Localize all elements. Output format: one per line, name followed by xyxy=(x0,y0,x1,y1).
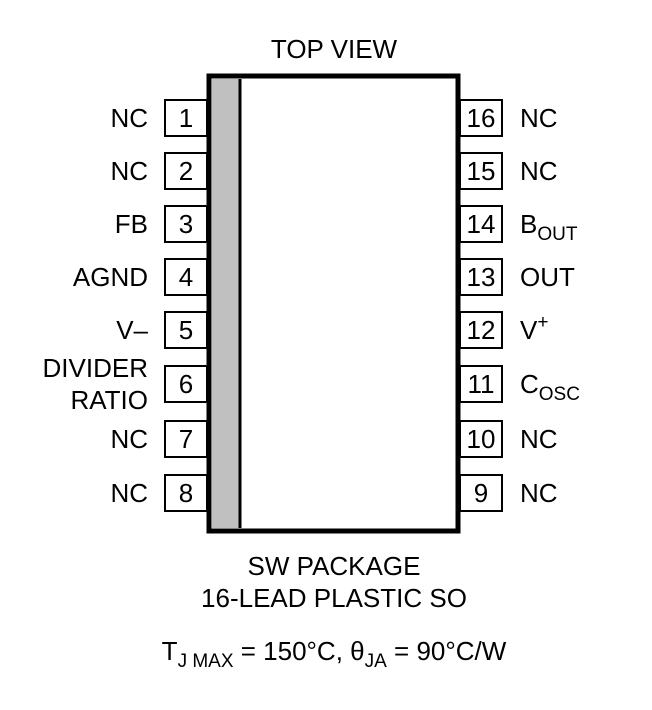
pin-number: 4 xyxy=(179,262,193,292)
right-pin-11: 11 COSC xyxy=(459,365,580,405)
pin-number: 6 xyxy=(179,369,193,399)
package-description: 16-LEAD PLASTIC SO xyxy=(201,583,467,613)
pin-label: NC xyxy=(520,424,558,454)
pin-number: 12 xyxy=(467,315,496,345)
pin-label: NC xyxy=(110,424,148,454)
left-pin-5: 5 V– xyxy=(116,311,208,349)
ic-body xyxy=(206,73,461,534)
pin-label: AGND xyxy=(73,262,148,292)
pin-label: NC xyxy=(520,103,558,133)
pin-label: NC xyxy=(110,103,148,133)
left-pin-1: 1 NC xyxy=(110,99,208,137)
left-pin-4: 4 AGND xyxy=(73,258,208,296)
thermal-spec: TJ MAX = 150°C, θJA = 90°C/W xyxy=(162,636,507,672)
right-pin-10: 10 NC xyxy=(459,420,558,458)
pin-number: 1 xyxy=(179,103,193,133)
pin-number: 16 xyxy=(467,103,496,133)
pin-number: 7 xyxy=(179,424,193,454)
pin-number: 13 xyxy=(467,262,496,292)
pin1-indicator-stripe xyxy=(212,79,239,528)
right-pin-16: 16 NC xyxy=(459,99,558,137)
pin-number: 8 xyxy=(179,478,193,508)
pin-number: 2 xyxy=(179,156,193,186)
pin-label: NC xyxy=(110,478,148,508)
right-pin-14: 14 BOUT xyxy=(459,205,578,245)
pin-label: FB xyxy=(115,209,148,239)
pin-label: V+ xyxy=(520,312,548,345)
pin-number: 14 xyxy=(467,209,496,239)
pin-label: OUT xyxy=(520,262,575,292)
left-pin-3: 3 FB xyxy=(115,205,208,243)
package-name: SW PACKAGE xyxy=(248,551,421,581)
pin-number: 11 xyxy=(468,369,495,399)
pin-number: 10 xyxy=(467,424,496,454)
pin-label-line2: RATIO xyxy=(70,385,148,415)
pin-label: V– xyxy=(116,315,148,345)
top-view-title: TOP VIEW xyxy=(271,34,398,64)
pin-label: NC xyxy=(520,478,558,508)
pin-number: 5 xyxy=(179,315,193,345)
left-pin-8: 8 NC xyxy=(110,474,208,512)
pin-number: 15 xyxy=(467,156,496,186)
pin-number: 9 xyxy=(474,478,488,508)
pin-label: COSC xyxy=(520,369,580,405)
left-pin-7: 7 NC xyxy=(110,420,208,458)
left-pin-6: 6 DIVIDER RATIO xyxy=(43,353,208,415)
pin-number: 3 xyxy=(179,209,193,239)
right-pin-12: 12 V+ xyxy=(459,311,548,349)
right-pin-13: 13 OUT xyxy=(459,258,575,296)
pin-label-line1: DIVIDER xyxy=(43,353,148,383)
left-pin-2: 2 NC xyxy=(110,152,208,190)
pin-label: BOUT xyxy=(520,209,578,245)
pin-label: NC xyxy=(520,156,558,186)
right-pin-15: 15 NC xyxy=(459,152,558,190)
pin-label: NC xyxy=(110,156,148,186)
right-pin-9: 9 NC xyxy=(459,474,558,512)
